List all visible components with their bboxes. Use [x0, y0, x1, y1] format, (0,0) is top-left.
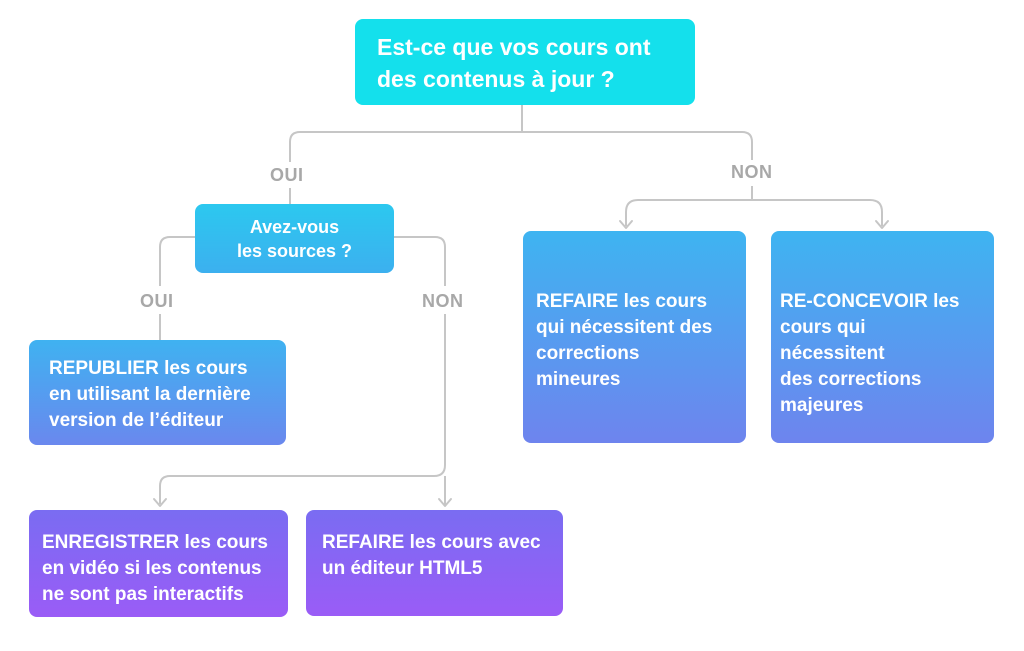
connector-no-right — [869, 199, 883, 226]
sources-line-1: Avez-vous — [249, 216, 340, 237]
redesign-keyword: RE-CONCEVOIR — [780, 291, 928, 312]
html5-line-2: un éditeur HTML5 — [322, 558, 483, 579]
label-sources-yes: OUI — [140, 291, 174, 311]
redesign-box: RE-CONCEVOIR les cours qui nécessitent d… — [771, 231, 994, 443]
republish-line-2: en utilisant la dernière — [49, 384, 251, 405]
sources-line-2: les sources ? — [236, 240, 353, 261]
label-sources-no: NON — [422, 291, 464, 311]
redesign-line-3: des corrections — [780, 369, 922, 390]
label-root-yes: OUI — [270, 165, 304, 185]
redo-minor-line-1: les cours — [618, 291, 708, 312]
redo-minor-line-3: corrections mineures — [536, 343, 640, 390]
html5-keyword: REFAIRE — [322, 532, 405, 553]
html5-line-1: les cours avec — [404, 532, 541, 553]
republish-line-1: les cours — [158, 358, 248, 379]
redesign-line-2: cours qui nécessitent — [780, 317, 885, 364]
republish-line-3: version de l’éditeur — [49, 410, 224, 431]
record-line-2: en vidéo si les contenus — [42, 558, 262, 579]
redo-minor-keyword: REFAIRE — [536, 291, 619, 312]
record-keyword: ENREGISTRER — [42, 532, 180, 553]
question-up-to-date-box: Est-ce que vos cours ont des contenus à … — [355, 19, 695, 105]
republish-box: REPUBLIER les cours en utilisant la dern… — [29, 340, 286, 445]
redo-minor-line-2: qui nécessitent des — [536, 317, 713, 338]
html5-box: REFAIRE les cours avec un éditeur HTML5 — [306, 510, 563, 616]
record-line-3: ne sont pas interactifs — [42, 584, 244, 605]
arrow-html5 — [438, 498, 452, 507]
label-root-no: NON — [731, 162, 773, 182]
arrow-redo-minor — [619, 220, 633, 229]
republish-keyword: REPUBLIER — [49, 358, 159, 379]
arrow-redesign — [875, 220, 889, 229]
connector-src-yes — [159, 236, 195, 286]
connector-src-no — [394, 236, 446, 286]
connector-root-yes — [289, 131, 301, 162]
record-box: ENREGISTRER les cours en vidéo si les co… — [29, 510, 288, 617]
redesign-line-1: les — [927, 291, 960, 312]
redo-minor-box: REFAIRE les cours qui nécessitent des co… — [523, 231, 746, 443]
connector-root-no — [741, 131, 753, 160]
arrow-record — [153, 498, 167, 507]
question-line-1: Est-ce que vos cours ont — [377, 34, 651, 60]
record-line-1: les cours — [179, 532, 268, 553]
question-line-2: des contenus à jour ? — [377, 66, 615, 92]
connector-src-no-lower — [159, 314, 446, 504]
connector-no-left — [625, 199, 639, 226]
question-sources-box: Avez-vous les sources ? — [195, 204, 394, 273]
redesign-line-4: majeures — [780, 395, 864, 416]
